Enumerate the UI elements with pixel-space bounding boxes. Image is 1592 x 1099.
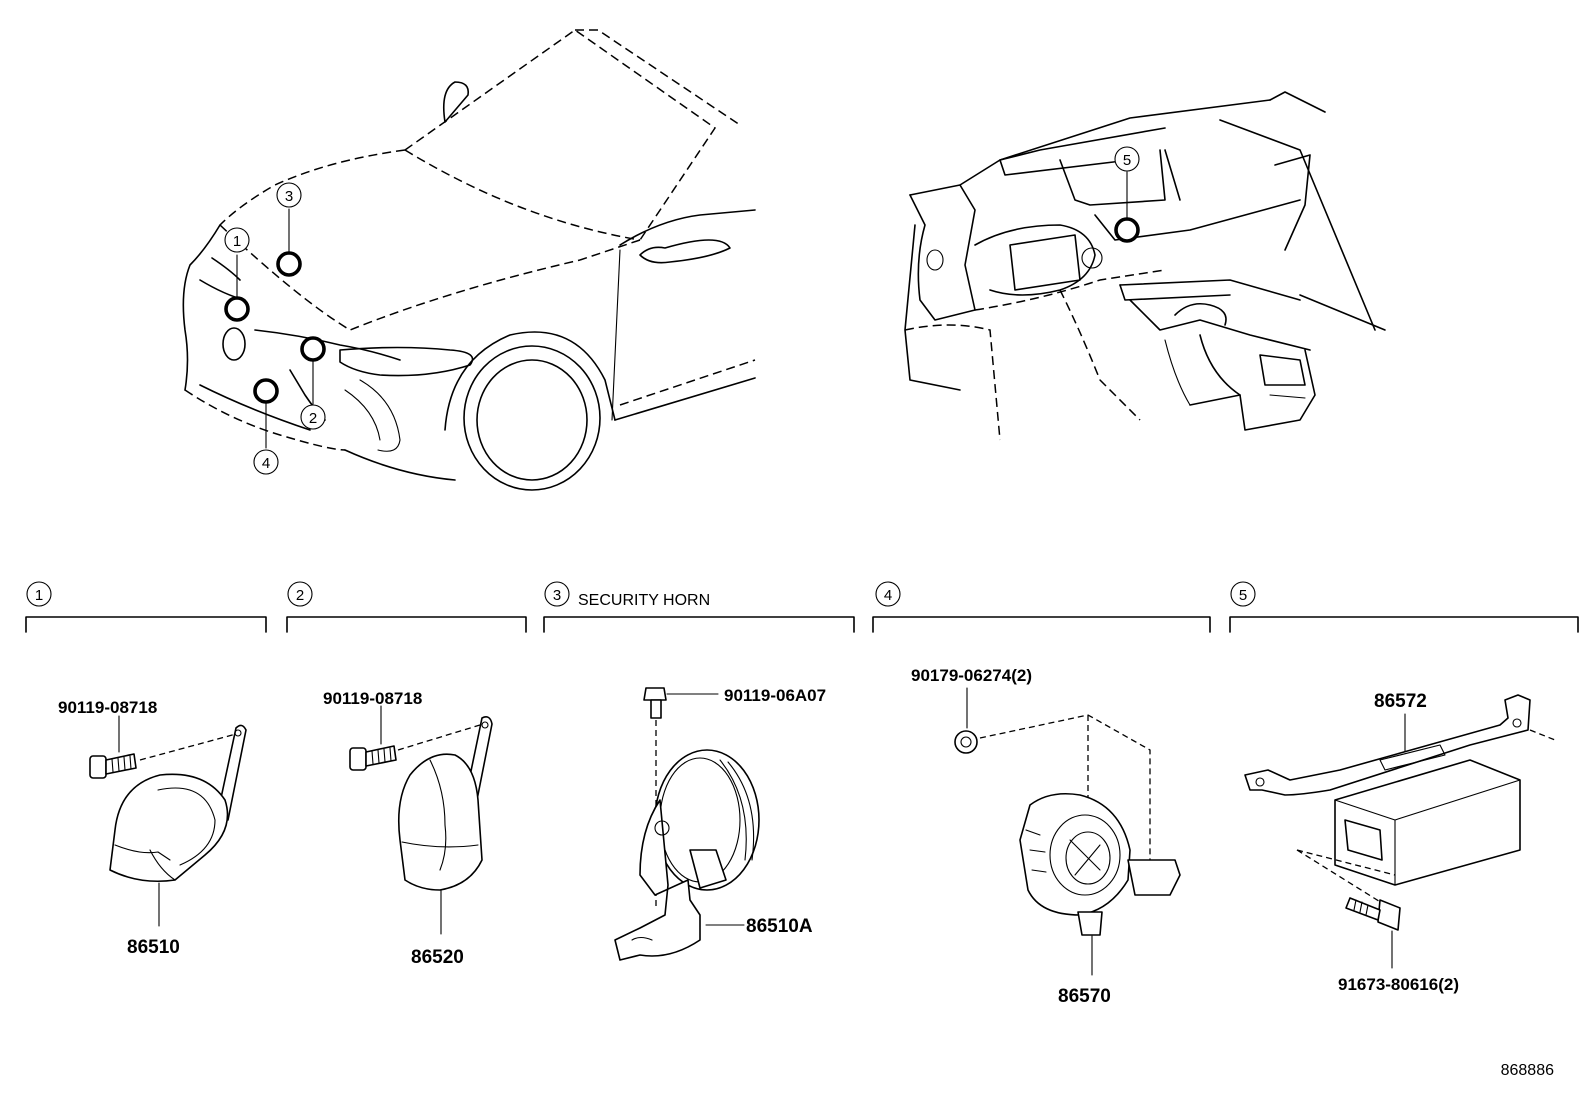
callout-number: 3 [285, 188, 293, 205]
section-number: 1 [35, 587, 43, 604]
bolt-icon [89, 753, 137, 779]
section-number: 4 [884, 587, 892, 604]
callout-number: 5 [1123, 152, 1131, 169]
section-2-parts: 90119-08718 86520 [323, 689, 493, 968]
part-number-horn: 86510A [746, 916, 813, 937]
spiral-cable-icon [1019, 792, 1181, 936]
car-front-illustration: 1 2 3 4 [182, 29, 756, 491]
nut-icon [954, 730, 978, 754]
control-module-icon [1334, 759, 1521, 886]
section-title: SECURITY HORN [578, 592, 710, 609]
horn-icon [109, 724, 247, 883]
part-number-horn: 86510 [127, 937, 180, 958]
part-number-bolt: 90119-08718 [58, 698, 157, 717]
section-number: 2 [296, 587, 304, 604]
callout-number: 4 [262, 455, 270, 472]
section-header-1: 1 [25, 581, 267, 633]
part-number-bolt: 91673-80616(2) [1338, 975, 1459, 994]
bolt-icon [1345, 897, 1401, 931]
location-marker-4: 4 [253, 378, 279, 475]
section-header-4: 4 [872, 581, 1211, 633]
dashboard-illustration: 5 [904, 91, 1386, 441]
callout-number: 1 [233, 233, 241, 250]
section-1-parts: 90119-08718 86510 [58, 698, 247, 958]
location-marker-2: 2 [300, 336, 326, 430]
section-header-3: 3 SECURITY HORN [543, 581, 855, 633]
location-marker-5: 5 [1114, 146, 1140, 243]
section-5-parts: 86572 91673-80616(2) [1244, 691, 1556, 994]
section-number: 3 [553, 587, 561, 604]
part-number-bolt: 90119-08718 [323, 689, 422, 708]
section-header-5: 5 [1229, 581, 1579, 633]
part-number-nut: 90179-06274(2) [911, 666, 1032, 685]
diagram-id: 868886 [1501, 1062, 1554, 1079]
horn-icon [614, 749, 760, 961]
part-number-part: 86572 [1374, 691, 1427, 712]
part-number-horn: 86520 [411, 947, 464, 968]
section-4-parts: 90179-06274(2) 86570 [911, 666, 1181, 1007]
callout-number: 2 [309, 410, 317, 427]
section-number: 5 [1239, 587, 1247, 604]
bolt-icon [643, 687, 667, 719]
section-header-2: 2 [286, 581, 527, 633]
section-3-parts: 90119-06A07 86510A [614, 686, 826, 961]
part-number-part: 86570 [1058, 986, 1111, 1007]
location-marker-1: 1 [224, 227, 250, 322]
location-marker-3: 3 [276, 182, 302, 277]
bolt-icon [349, 745, 397, 771]
horn-icon [397, 716, 493, 891]
section-headers: 1 2 3 SECURITY HORN 4 5 [25, 581, 1579, 633]
part-number-bolt: 90119-06A07 [724, 686, 826, 705]
bracket-icon [1244, 694, 1531, 796]
